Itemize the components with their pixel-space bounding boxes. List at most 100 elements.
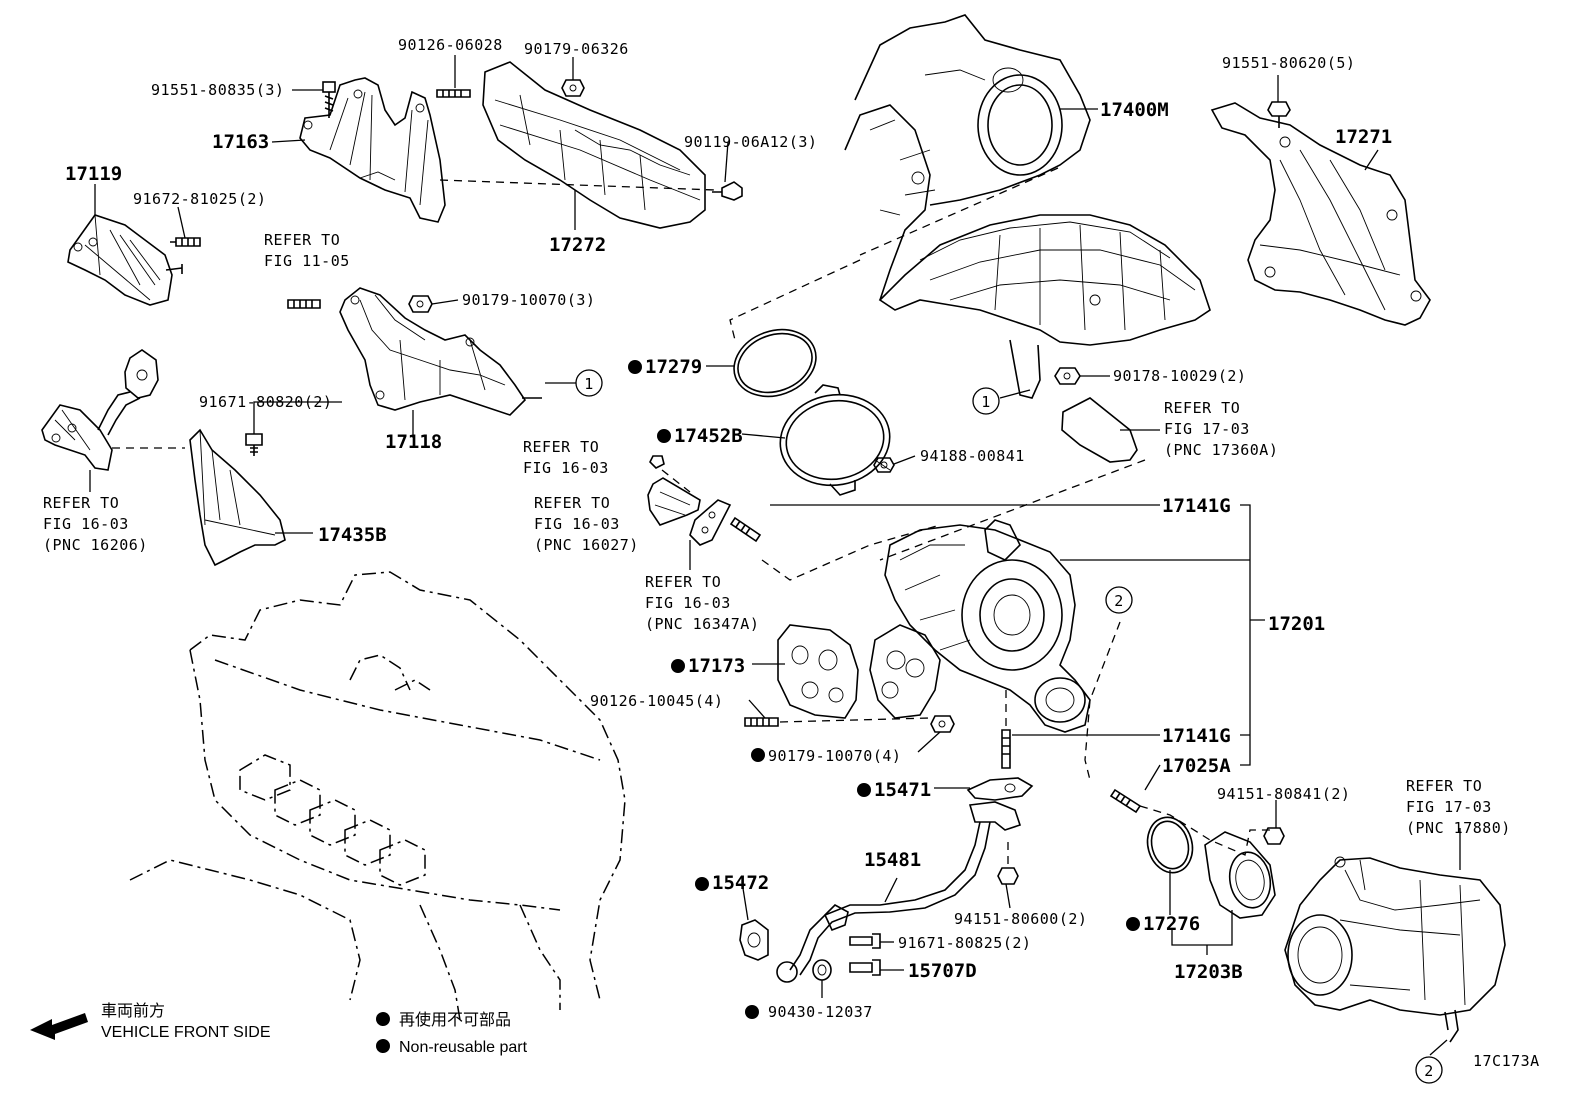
diagram-id: 17C173A	[1473, 1052, 1540, 1070]
label-90119-06a12: 90119-06A12(3)	[684, 133, 817, 151]
svg-text:1: 1	[584, 375, 594, 393]
refer-11-05-line1: REFER TO	[264, 231, 340, 249]
heat-insulator-17163	[299, 77, 446, 223]
intake-refer-17880	[1284, 856, 1506, 1043]
refer-16206-line2: FIG 16-03	[43, 515, 129, 533]
front-arrow-icon	[30, 1013, 88, 1040]
part-labels: 90126-06028 90179-06326 91551-80835(3) 1…	[43, 36, 1540, 1070]
label-17141g-upper: 17141G	[1162, 495, 1231, 517]
svg-text:1: 1	[981, 393, 991, 411]
bolt-91551-80835	[322, 81, 336, 118]
leader-dash-stud-nut	[779, 717, 931, 723]
nonreuse-dot-icon	[376, 1012, 390, 1026]
gasket-17279	[733, 328, 817, 398]
exhaust-manifold-17400m	[844, 14, 1211, 399]
label-17141g-lower: 17141G	[1162, 725, 1231, 747]
label-17400m: 17400M	[1100, 99, 1169, 121]
nonreusable-marks	[628, 360, 1140, 1019]
label-17118: 17118	[385, 431, 442, 453]
label-15472: 15472	[712, 872, 769, 894]
label-17276: 17276	[1143, 913, 1200, 935]
callout-2-lower: 2	[1415, 1056, 1443, 1084]
label-17279: 17279	[645, 356, 702, 378]
refer-16206-line3: (PNC 16206)	[43, 536, 148, 554]
label-91551-80835: 91551-80835(3)	[151, 81, 284, 99]
refer-1603-line1: REFER TO	[523, 438, 599, 456]
label-17435b: 17435B	[318, 524, 387, 546]
leader-dash-turbo-stud	[761, 524, 941, 581]
label-94151-80600: 94151-80600(2)	[954, 910, 1087, 928]
stud-17141g-upper	[729, 516, 762, 543]
label-15481: 15481	[864, 849, 921, 871]
refer-16027-line1: REFER TO	[534, 494, 610, 512]
leader-dash-manifold	[729, 167, 1146, 561]
refer-16206-line1: REFER TO	[43, 494, 119, 512]
engine-block-outline	[129, 571, 626, 1021]
label-91671-80825: 91671-80825(2)	[898, 934, 1031, 952]
bracket-17118	[339, 287, 542, 416]
label-17119: 17119	[65, 163, 122, 185]
refer-17360-line3: (PNC 17360A)	[1164, 441, 1278, 459]
gasket-15471	[966, 777, 1034, 801]
gasket-17173	[777, 624, 859, 719]
refer-17360-line2: FIG 17-03	[1164, 420, 1250, 438]
callout-1-left: 1	[972, 387, 1000, 415]
gasket-15472	[739, 919, 769, 961]
label-90430-12037: 90430-12037	[768, 1003, 873, 1021]
cylinder-refer-17360a	[1061, 397, 1138, 463]
label-15707d: 15707D	[908, 960, 977, 982]
turbocharger-17201	[869, 519, 1091, 733]
refer-16027-line2: FIG 16-03	[534, 515, 620, 533]
label-17163: 17163	[212, 131, 269, 153]
label-15471: 15471	[874, 779, 931, 801]
refer-16027-line3: (PNC 16027)	[534, 536, 639, 554]
bolt-91671-80825	[849, 933, 881, 949]
bracket-17119	[67, 214, 183, 306]
stud-90126-06028	[436, 89, 471, 98]
refer-17880-line1: REFER TO	[1406, 777, 1482, 795]
callout-2-upper: 2	[1105, 586, 1133, 614]
legend-direction-en: VEHICLE FRONT SIDE	[101, 1024, 271, 1041]
label-90126-10045: 90126-10045(4)	[590, 692, 723, 710]
elbow-17203b	[1204, 831, 1276, 919]
bolt-15707d	[849, 959, 881, 976]
oil-pipe-bracket-16206	[41, 349, 159, 471]
refer-1603-line2: FIG 16-03	[523, 459, 609, 477]
label-91671-80820: 91671-80820(2)	[199, 393, 332, 411]
nut-90178-10029	[1054, 367, 1081, 385]
legend-nonreuse-en: Non-reusable part	[399, 1039, 528, 1056]
leader-dash-callout2	[1084, 621, 1121, 781]
label-17452b: 17452B	[674, 425, 743, 447]
label-17272: 17272	[549, 234, 606, 256]
label-17025a: 17025A	[1162, 755, 1231, 777]
label-90126-06028: 90126-06028	[398, 36, 503, 54]
legend-direction-jp: 車両前方	[101, 1002, 165, 1020]
stud-91672-81025	[170, 237, 201, 247]
legend: 車両前方 VEHICLE FRONT SIDE 再使用不可部品 Non-reus…	[30, 1002, 528, 1056]
svg-text:2: 2	[1114, 592, 1124, 610]
leader-dash-17025a	[1139, 805, 1270, 856]
refer-11-05-line2: FIG 11-05	[264, 252, 350, 270]
heat-insulator-17272	[482, 61, 706, 229]
stud-refer-fig11-05	[287, 299, 321, 309]
label-17173: 17173	[688, 655, 745, 677]
nonreuse-dot-icon-2	[376, 1039, 390, 1053]
nut-90179-10070-4	[930, 715, 955, 733]
label-17201: 17201	[1268, 613, 1325, 635]
svg-text:2: 2	[1424, 1062, 1434, 1080]
refer-16347-line2: FIG 16-03	[645, 594, 731, 612]
bolt-90119-06a12	[712, 181, 743, 201]
label-90178-10029: 90178-10029(2)	[1113, 367, 1246, 385]
refer-16347-line3: (PNC 16347A)	[645, 615, 759, 633]
gasket-17276	[1146, 816, 1194, 874]
label-90179-06326: 90179-06326	[524, 40, 629, 58]
label-17271: 17271	[1335, 126, 1392, 148]
nut-90179-06326	[561, 79, 585, 97]
oil-pipe-15481	[776, 801, 1022, 983]
label-94188-00841: 94188-00841	[920, 447, 1025, 465]
nut-94188-00841	[873, 457, 895, 473]
leader-dash-17163-17272	[439, 179, 716, 191]
legend-nonreuse-jp: 再使用不可部品	[399, 1011, 511, 1029]
nut-94151-80600	[997, 867, 1019, 885]
